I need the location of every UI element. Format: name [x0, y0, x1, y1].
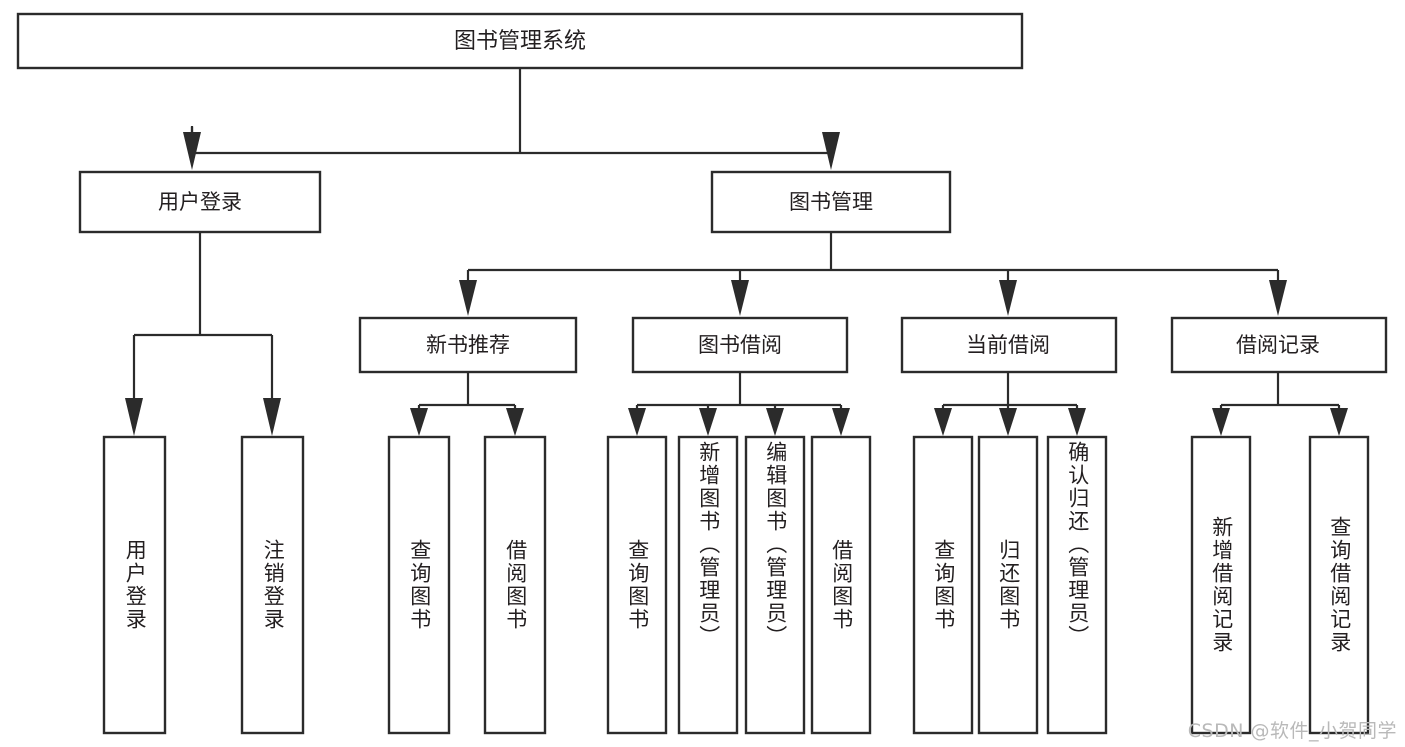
leaf-logout-rect[interactable]: [240, 435, 305, 735]
connector-group-new-book-rec: [410, 372, 524, 436]
arrowhead-return-book: [999, 408, 1017, 436]
arrowhead-new-book-rec: [459, 280, 477, 316]
node-current-borrow[interactable]: 当前借阅: [900, 316, 1118, 374]
arrowhead-confirm-return: [1068, 408, 1086, 436]
leaf-query-book-2-rect[interactable]: [606, 435, 668, 735]
node-borrow-record[interactable]: 借阅记录: [1170, 316, 1388, 374]
arrowhead-borrow-book-2: [832, 408, 850, 436]
node-title-label: 图书管理系统: [454, 29, 586, 54]
leaf-borrow-book-1-rect[interactable]: [483, 435, 547, 735]
leaf-return-book-rect[interactable]: [977, 435, 1039, 735]
node-book-borrow-rect[interactable]: [631, 316, 849, 374]
node-new-book-rec-label: 新书推荐: [426, 333, 510, 357]
connector-group-root: [183, 67, 840, 170]
node-current-borrow-rect[interactable]: [900, 316, 1118, 374]
node-borrow-record-label: 借阅记录: [1236, 333, 1320, 357]
connector-group-book-manage: [459, 232, 1287, 316]
node-book-manage[interactable]: 图书管理: [710, 170, 952, 234]
leaf-user-login-rect[interactable]: [102, 435, 167, 735]
leaf-boxes: [102, 435, 1370, 735]
arrowhead-edit-book: [766, 408, 784, 436]
node-book-manage-label: 图书管理: [789, 190, 873, 214]
arrowhead-add-book: [699, 408, 717, 436]
connector-group-book-borrow: [628, 372, 850, 436]
leaf-add-book-rect[interactable]: [677, 435, 739, 735]
arrowhead-borrow-book-1: [506, 408, 524, 436]
arrowhead-query-book-2: [628, 408, 646, 436]
leaf-query-book-3-rect[interactable]: [912, 435, 974, 735]
connector-group-borrow-record: [1212, 372, 1348, 436]
arrowhead-leaf-user-login: [125, 398, 143, 436]
connector-group-user-login: [125, 232, 281, 436]
arrowhead-borrow-record: [1269, 280, 1287, 316]
node-new-book-rec[interactable]: 新书推荐: [358, 316, 578, 374]
node-user-login-label: 用户登录: [158, 190, 242, 214]
node-new-book-rec-rect[interactable]: [358, 316, 578, 374]
arrowhead-add-record: [1212, 408, 1230, 436]
arrowhead-leaf-logout: [263, 398, 281, 436]
arrowhead-query-book-3: [934, 408, 952, 436]
connector-group-current-borrow: [934, 372, 1086, 436]
leaf-edit-book-rect[interactable]: [744, 435, 806, 735]
leaf-query-record-rect[interactable]: [1308, 435, 1370, 735]
node-book-borrow-label: 图书借阅: [698, 333, 782, 357]
node-current-borrow-label: 当前借阅: [966, 333, 1050, 357]
arrowhead-current-borrow: [999, 280, 1017, 316]
node-book-borrow[interactable]: 图书借阅: [631, 316, 849, 374]
arrowhead-book-manage: [822, 132, 840, 170]
leaf-add-record-rect[interactable]: [1190, 435, 1252, 735]
arrowhead-query-record: [1330, 408, 1348, 436]
leaf-borrow-book-2-rect[interactable]: [810, 435, 872, 735]
watermark-text: CSDN @软件_小贺同学: [1187, 720, 1397, 742]
node-title-rect[interactable]: [16, 12, 1024, 70]
node-user-login-rect[interactable]: [78, 170, 322, 234]
arrowhead-user-login: [183, 132, 201, 170]
node-book-manage-rect[interactable]: [710, 170, 952, 234]
node-title[interactable]: 图书管理系统: [16, 12, 1024, 70]
node-user-login[interactable]: 用户登录: [78, 170, 322, 234]
leaf-query-book-1-rect[interactable]: [387, 435, 451, 735]
leaf-confirm-return-rect[interactable]: [1046, 435, 1108, 735]
node-borrow-record-rect[interactable]: [1170, 316, 1388, 374]
arrowhead-book-borrow: [731, 280, 749, 316]
arrowhead-query-book-1: [410, 408, 428, 436]
